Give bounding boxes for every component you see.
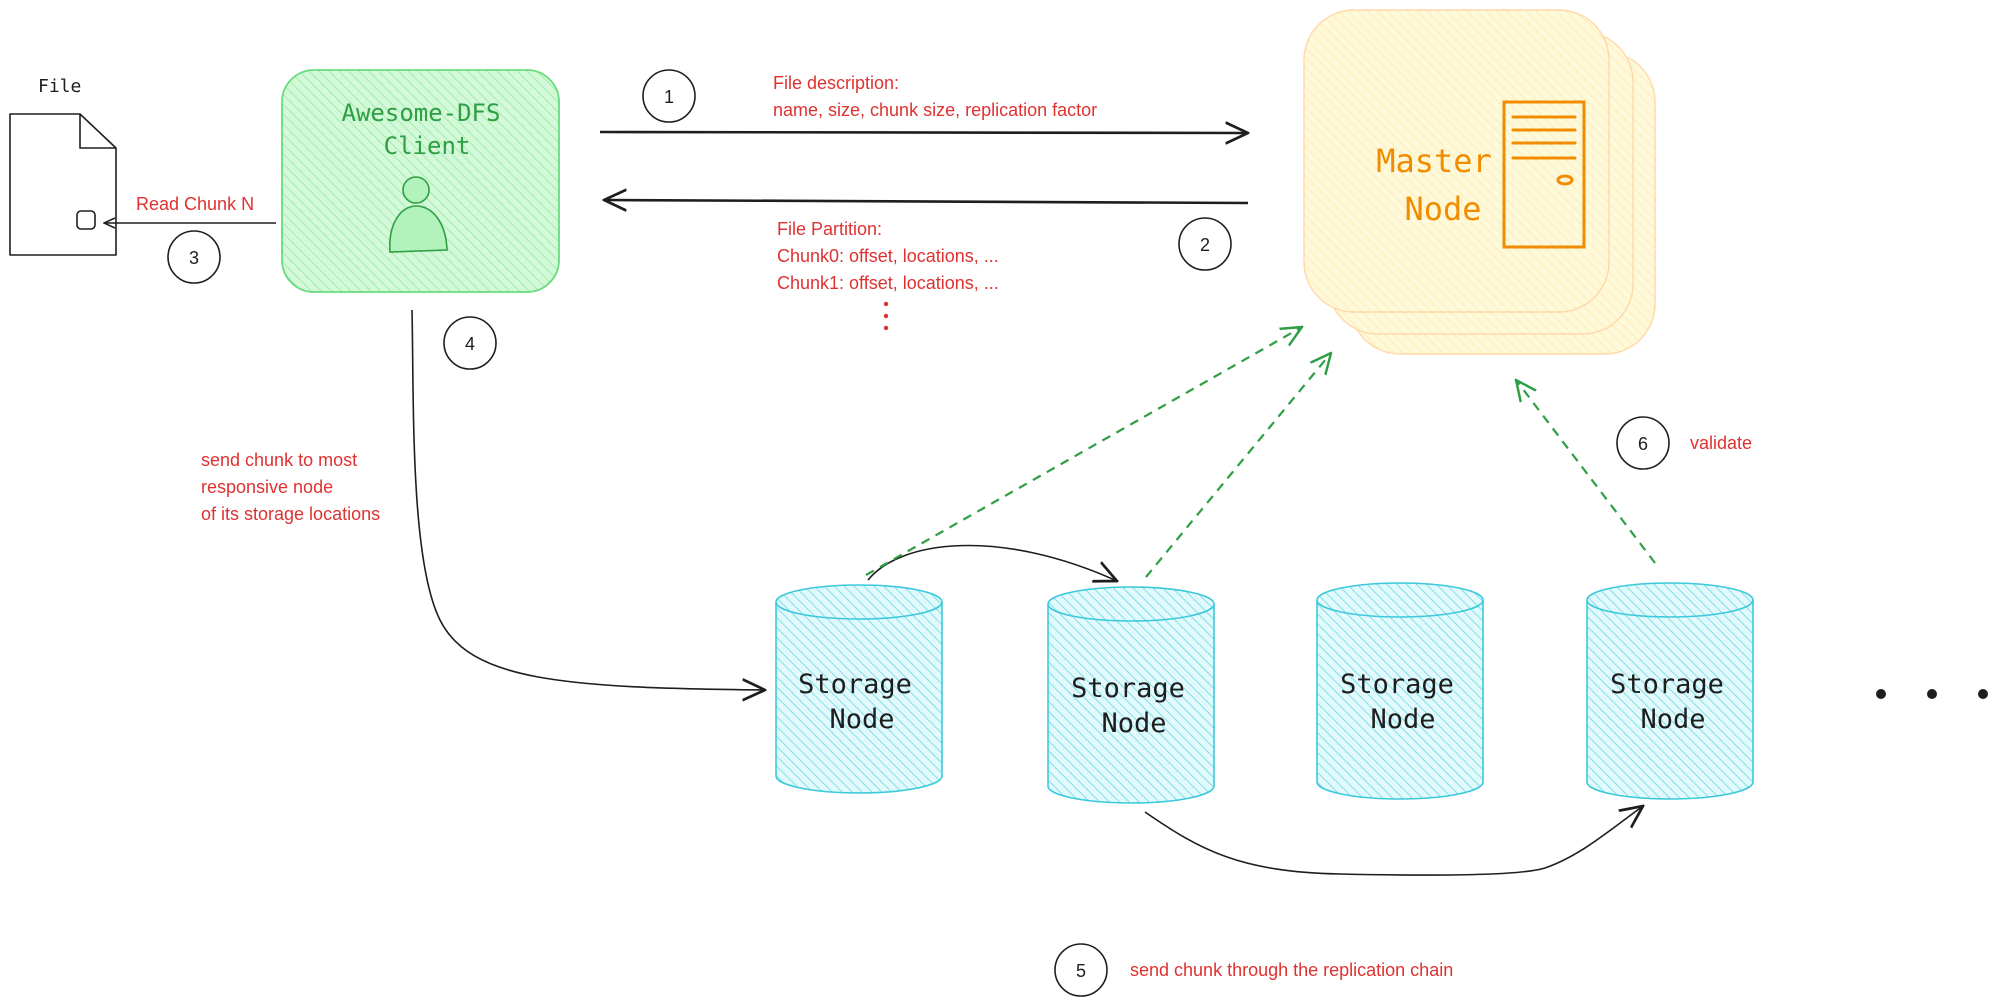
storage-cylinder-body — [775, 602, 943, 794]
master-box-front — [1303, 9, 1610, 313]
file-partition-title: File Partition: — [777, 219, 882, 239]
vertical-ellipsis — [883, 301, 889, 331]
arrow-master-to-client — [604, 200, 1249, 203]
file-partition-annotation: File Partition: Chunk0: offset, location… — [777, 219, 999, 331]
file-partition-chunk1: Chunk1: offset, locations, ... — [777, 273, 999, 293]
storage-node-2: Storage Node — [1047, 586, 1215, 804]
storage-cylinder-top — [775, 584, 943, 620]
step-3: 3 — [167, 230, 221, 284]
step-number: 4 — [465, 334, 475, 354]
replication-annotation: send chunk through the replication chain — [1130, 960, 1453, 980]
step-number: 2 — [1200, 235, 1210, 255]
storage-title-line2: Node — [829, 704, 894, 735]
storage-title-line1: Storage — [798, 669, 912, 700]
storage-cylinder-body — [1316, 600, 1484, 800]
chunk-icon — [76, 210, 96, 230]
storage-node-4: Storage Node — [1586, 582, 1754, 800]
step-number: 6 — [1638, 434, 1648, 454]
storage-cylinder-top — [1316, 582, 1484, 618]
validate-annotation: validate — [1690, 433, 1752, 453]
step-number: 3 — [189, 248, 199, 268]
arrow-client-to-storage — [411, 309, 765, 690]
arrow-storage2-to-master — [1145, 353, 1331, 578]
storage-title-line2: Node — [1370, 704, 1435, 735]
step-6: 6 — [1616, 416, 1670, 470]
file-partition-chunk0: Chunk0: offset, locations, ... — [777, 246, 999, 266]
storage-title-line2: Node — [1101, 708, 1166, 739]
file-description-fields: name, size, chunk size, replication fact… — [773, 100, 1097, 120]
step-5: 5 — [1054, 943, 1108, 997]
read-chunk-annotation: Read Chunk N — [136, 194, 254, 214]
file-icon — [9, 113, 117, 256]
storage-title-line1: Storage — [1340, 669, 1454, 700]
send-chunk-line1: send chunk to most — [201, 450, 357, 470]
arrow-client-to-master — [599, 132, 1248, 133]
server-icon — [1502, 100, 1586, 249]
step-4: 4 — [443, 316, 497, 370]
step-1: 1 — [642, 69, 696, 123]
arrow-storage1-to-storage2 — [867, 544, 1117, 581]
storage-node-1: Storage Node — [775, 584, 943, 794]
storage-title-line1: Storage — [1071, 673, 1185, 704]
arrow-storage1-to-master — [865, 327, 1302, 576]
arrow-replication-chain — [1144, 806, 1643, 876]
client-title-line2: Client — [384, 132, 471, 160]
storage-title-line2: Node — [1640, 704, 1705, 735]
storage-cylinder-top — [1047, 586, 1215, 622]
step-2: 2 — [1178, 217, 1232, 271]
master-title-line2: Node — [1404, 190, 1481, 228]
master-title-line1: Master — [1376, 142, 1492, 180]
master-node: Master Node — [1303, 9, 1656, 355]
file-description-title: File description: — [773, 73, 899, 93]
send-chunk-line3: of its storage locations — [201, 504, 380, 524]
storage-cylinder-body — [1047, 604, 1215, 804]
client-title-line1: Awesome-DFS — [342, 99, 501, 127]
user-icon — [389, 176, 448, 253]
step-number: 1 — [664, 87, 674, 107]
file-description-annotation: File description: name, size, chunk size… — [773, 73, 1097, 120]
storage-node-3: Storage Node — [1316, 582, 1484, 800]
arrow-storage4-to-master — [1516, 380, 1656, 564]
storage-cylinder-body — [1586, 600, 1754, 800]
storage-cylinder-top — [1586, 582, 1754, 618]
step-number: 5 — [1076, 961, 1086, 981]
send-chunk-annotation: send chunk to most responsive node of it… — [201, 450, 380, 524]
more-nodes-dots — [1876, 689, 1988, 699]
file-label: File — [38, 76, 81, 97]
client-node: Awesome-DFS Client — [281, 69, 560, 293]
storage-title-line1: Storage — [1610, 669, 1724, 700]
send-chunk-line2: responsive node — [201, 477, 333, 497]
file-node: File — [9, 76, 117, 256]
